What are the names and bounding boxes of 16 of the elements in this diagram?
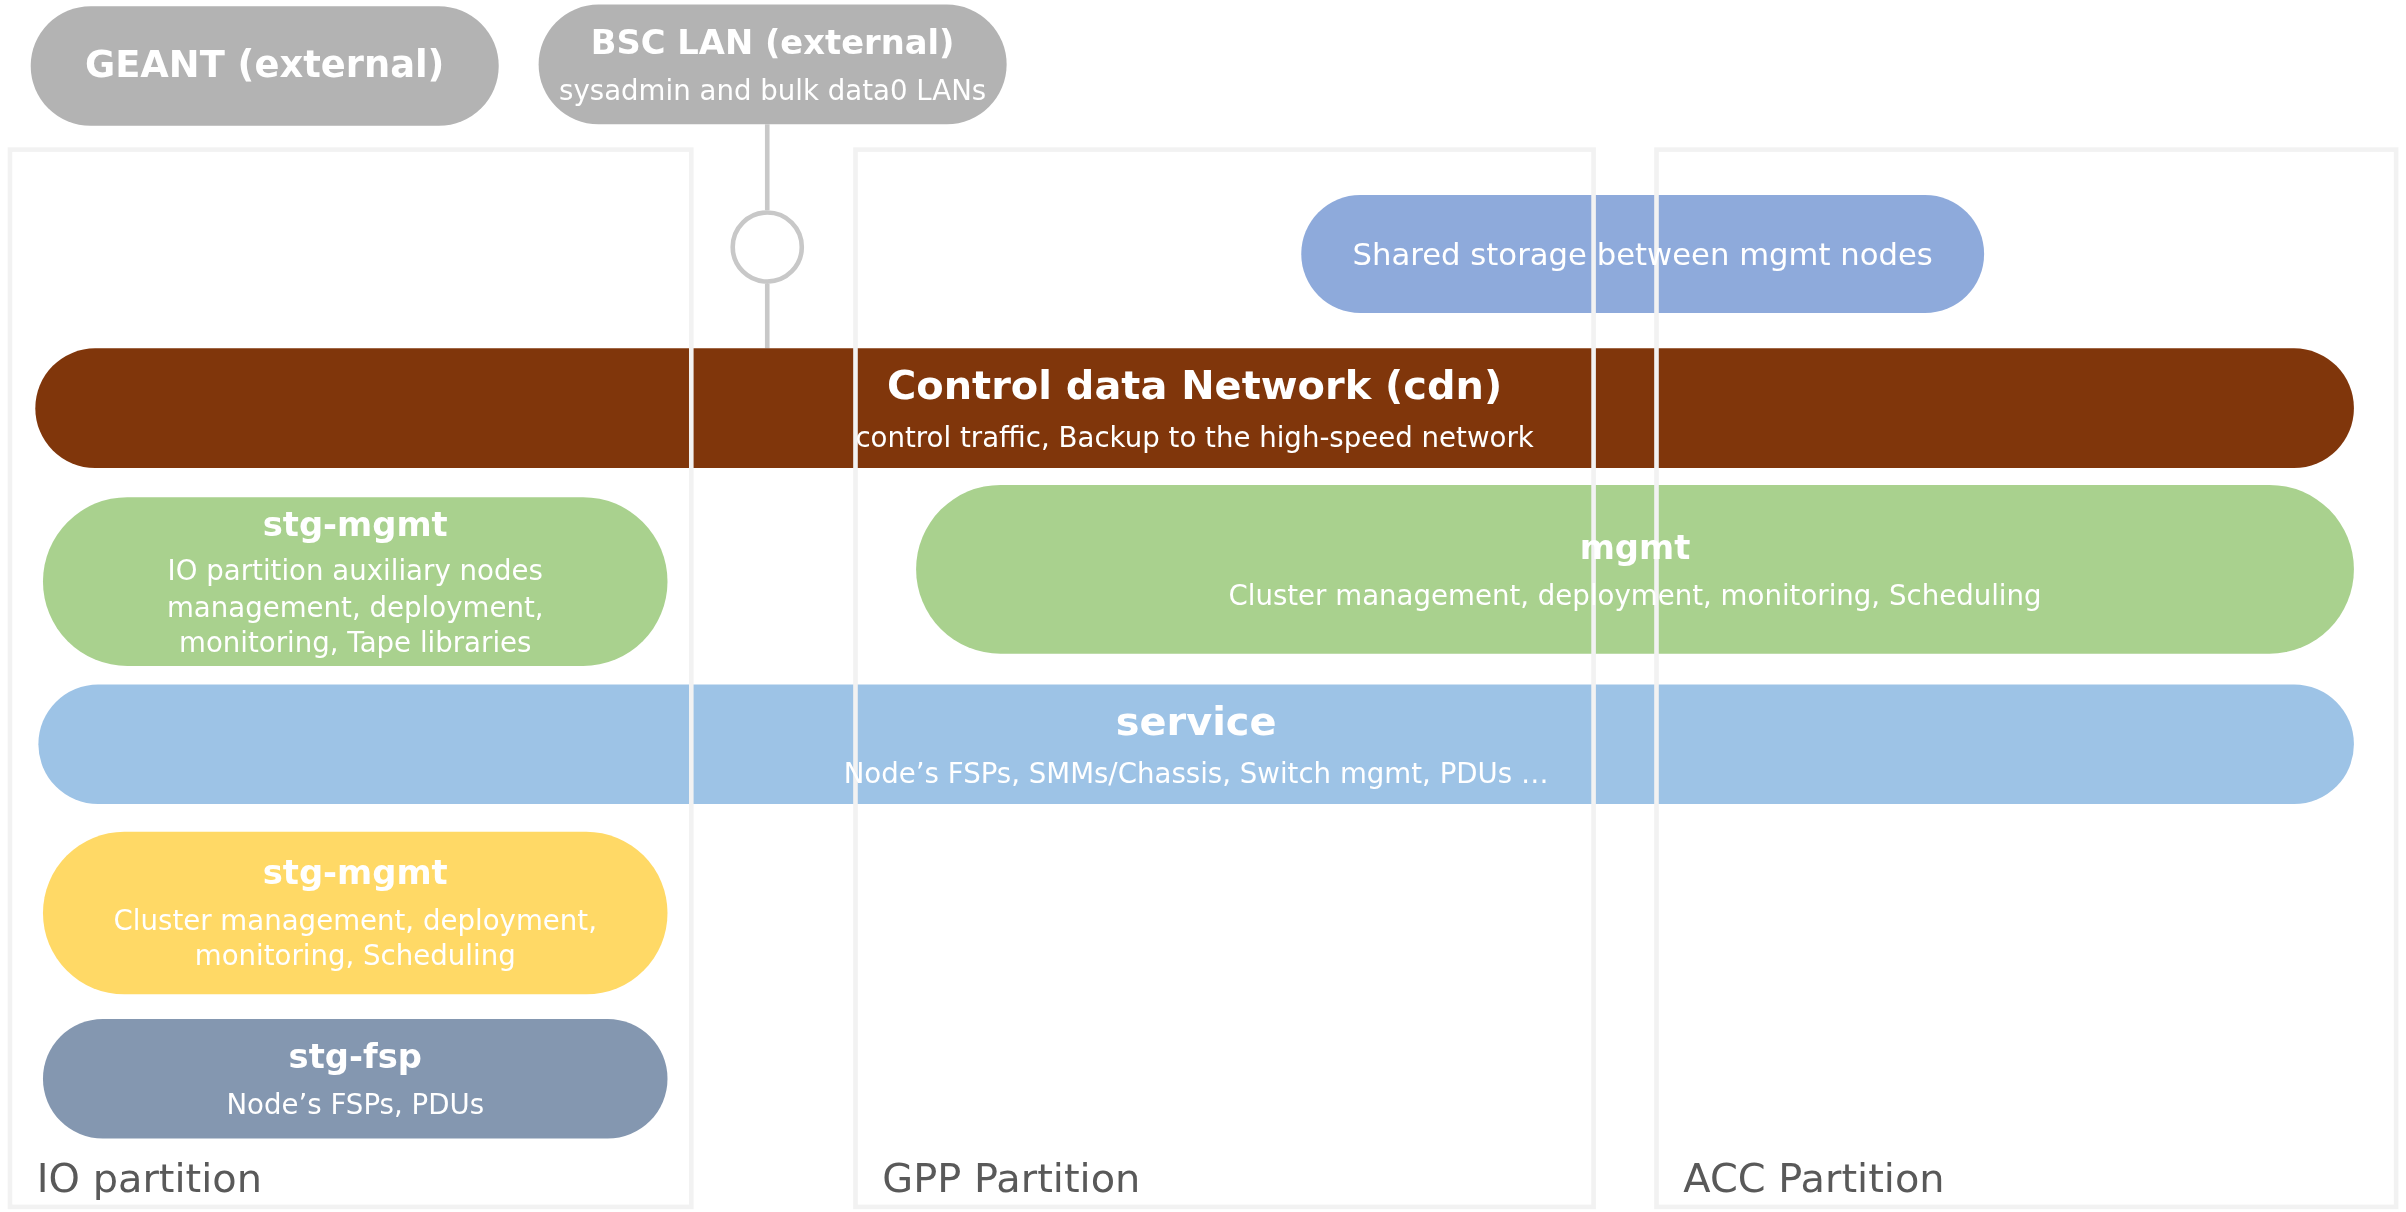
connector-line: [764, 283, 770, 349]
connector-line: [764, 124, 770, 211]
band-title: service: [1115, 697, 1277, 747]
band-description: Node’s FSPs, PDUs: [226, 1086, 485, 1122]
partition-label: IO partition: [36, 1155, 262, 1202]
band-title: stg-mgmt: [262, 503, 448, 545]
band-title: stg-mgmt: [262, 852, 448, 894]
band-title: BSC LAN (external): [590, 22, 955, 64]
partition-label: GPP Partition: [882, 1155, 1141, 1202]
partition-label: ACC Partition: [1683, 1155, 1945, 1202]
band-title: stg-fsp: [288, 1036, 422, 1078]
band-title: Control data Network (cdn): [887, 361, 1503, 411]
band-description: Cluster management, deployment, monitoring, Scheduling: [112, 902, 598, 974]
band-description: sysadmin and bulk data0 LANs: [559, 72, 987, 108]
band-description: IO partition auxiliary nodes management, deployment, monitoring, Tape libraries: [165, 553, 545, 661]
band-title: GEANT (external): [84, 42, 445, 89]
